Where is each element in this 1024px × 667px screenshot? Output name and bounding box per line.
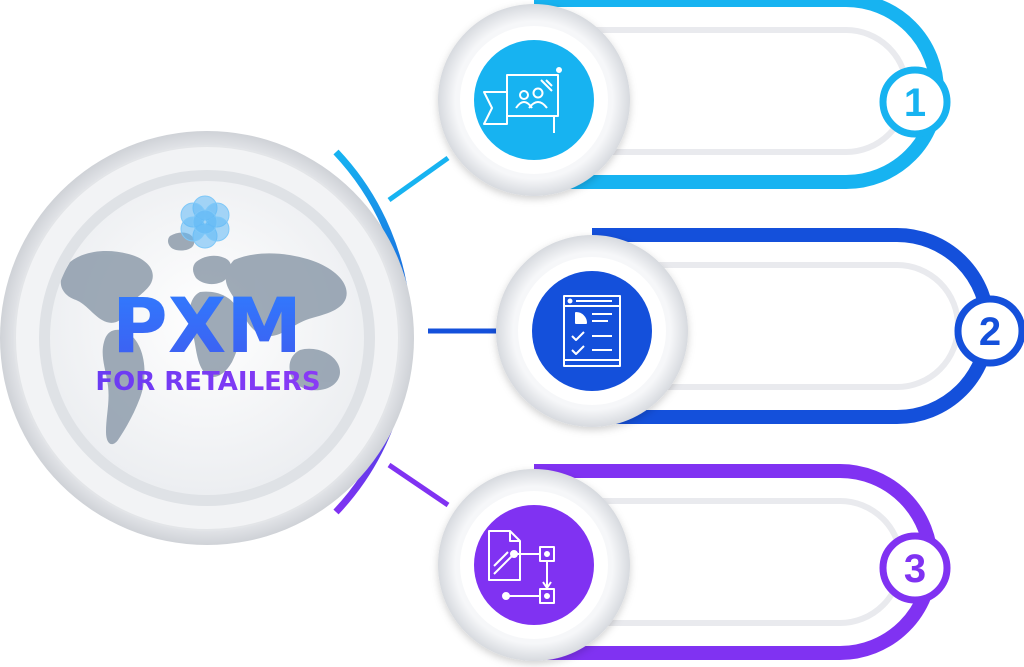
document-workflow-icon (488, 530, 555, 604)
step-2-number: 2 (979, 310, 1001, 354)
step-2: 2 (496, 228, 1024, 427)
step-3: 3 (438, 464, 951, 661)
step-2-badge (954, 295, 1024, 367)
step-3-badge (879, 532, 951, 604)
world-map (60, 232, 347, 445)
step-3-icon-circle (474, 505, 594, 625)
step-2-icon-circle (532, 271, 652, 391)
hub-title: PXM (112, 281, 302, 370)
step-1-icon-circle (474, 40, 594, 160)
step-1-number: 1 (904, 81, 926, 125)
hub-subtitle: FOR RETAILERS (95, 367, 320, 397)
step-3-number: 3 (904, 547, 926, 591)
hub: PXM FOR RETAILERS (0, 131, 414, 545)
step-1-badge (879, 66, 951, 138)
connector-line-3 (387, 462, 450, 508)
step-1: 1 (438, 0, 951, 196)
connector-line-1 (387, 155, 450, 203)
flower-of-life-icon (180, 195, 230, 249)
presentation-board-people-icon (483, 67, 562, 133)
checklist-report-icon (563, 295, 621, 367)
